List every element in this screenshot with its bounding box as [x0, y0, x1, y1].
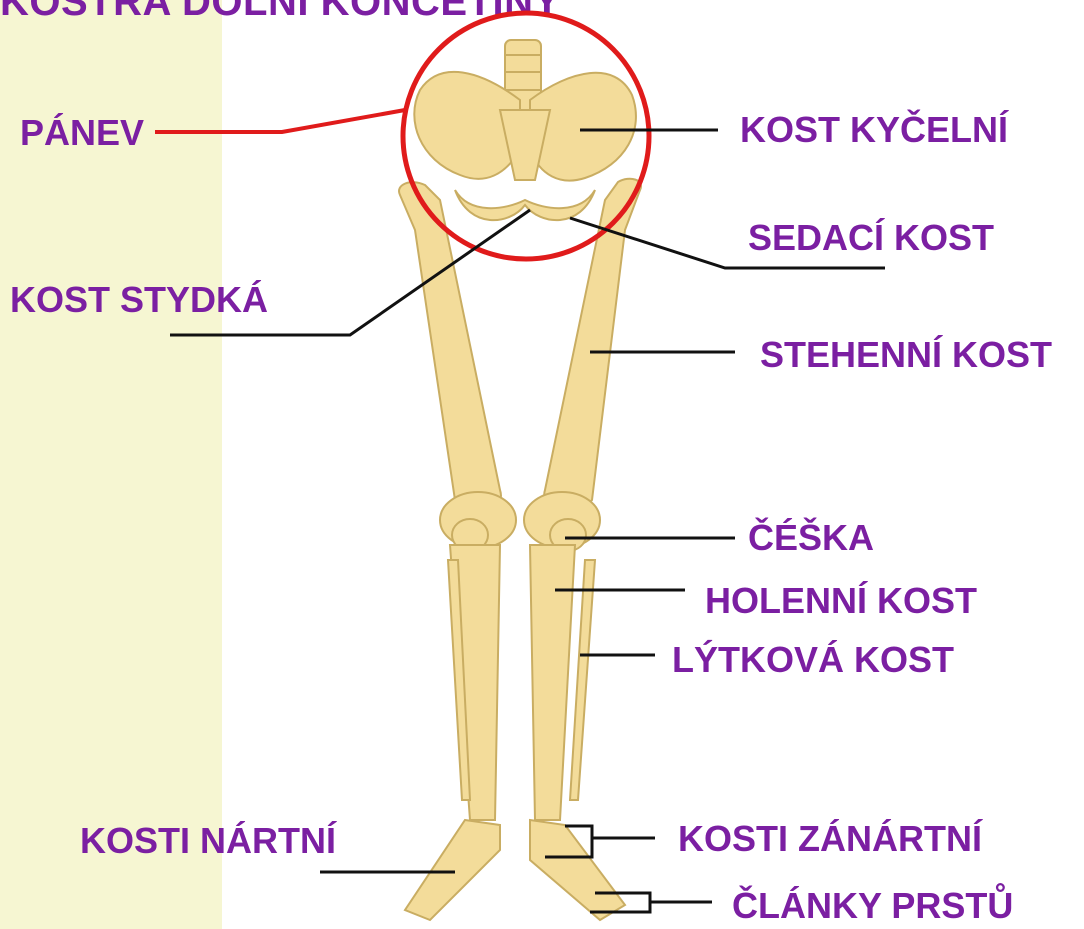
right-femur	[544, 179, 641, 512]
label-holenni-kost: HOLENNÍ KOST	[705, 583, 977, 619]
left-foot	[405, 820, 500, 920]
skeleton-illustration	[399, 40, 641, 920]
label-sedaci-kost: SEDACÍ KOST	[748, 220, 994, 256]
label-kost-stydka: KOST STYDKÁ	[10, 282, 268, 318]
label-ceska: ČÉŠKA	[748, 520, 874, 556]
label-kosti-nartni: KOSTI NÁRTNÍ	[80, 823, 336, 859]
label-clanky-prstu: ČLÁNKY PRSTŮ	[732, 888, 1013, 924]
right-foot	[530, 820, 625, 920]
label-kost-kycelni: KOST KYČELNÍ	[740, 112, 1008, 148]
leader-panev	[155, 110, 405, 132]
label-panev: PÁNEV	[20, 115, 144, 151]
label-stehenni-kost: STEHENNÍ KOST	[760, 337, 1052, 373]
label-kosti-zanartni: KOSTI ZÁNÁRTNÍ	[678, 821, 982, 857]
right-fibula	[570, 560, 595, 800]
label-lytkova-kost: LÝTKOVÁ KOST	[672, 642, 954, 678]
right-tibia	[530, 545, 575, 820]
pubic-arch	[455, 190, 595, 220]
